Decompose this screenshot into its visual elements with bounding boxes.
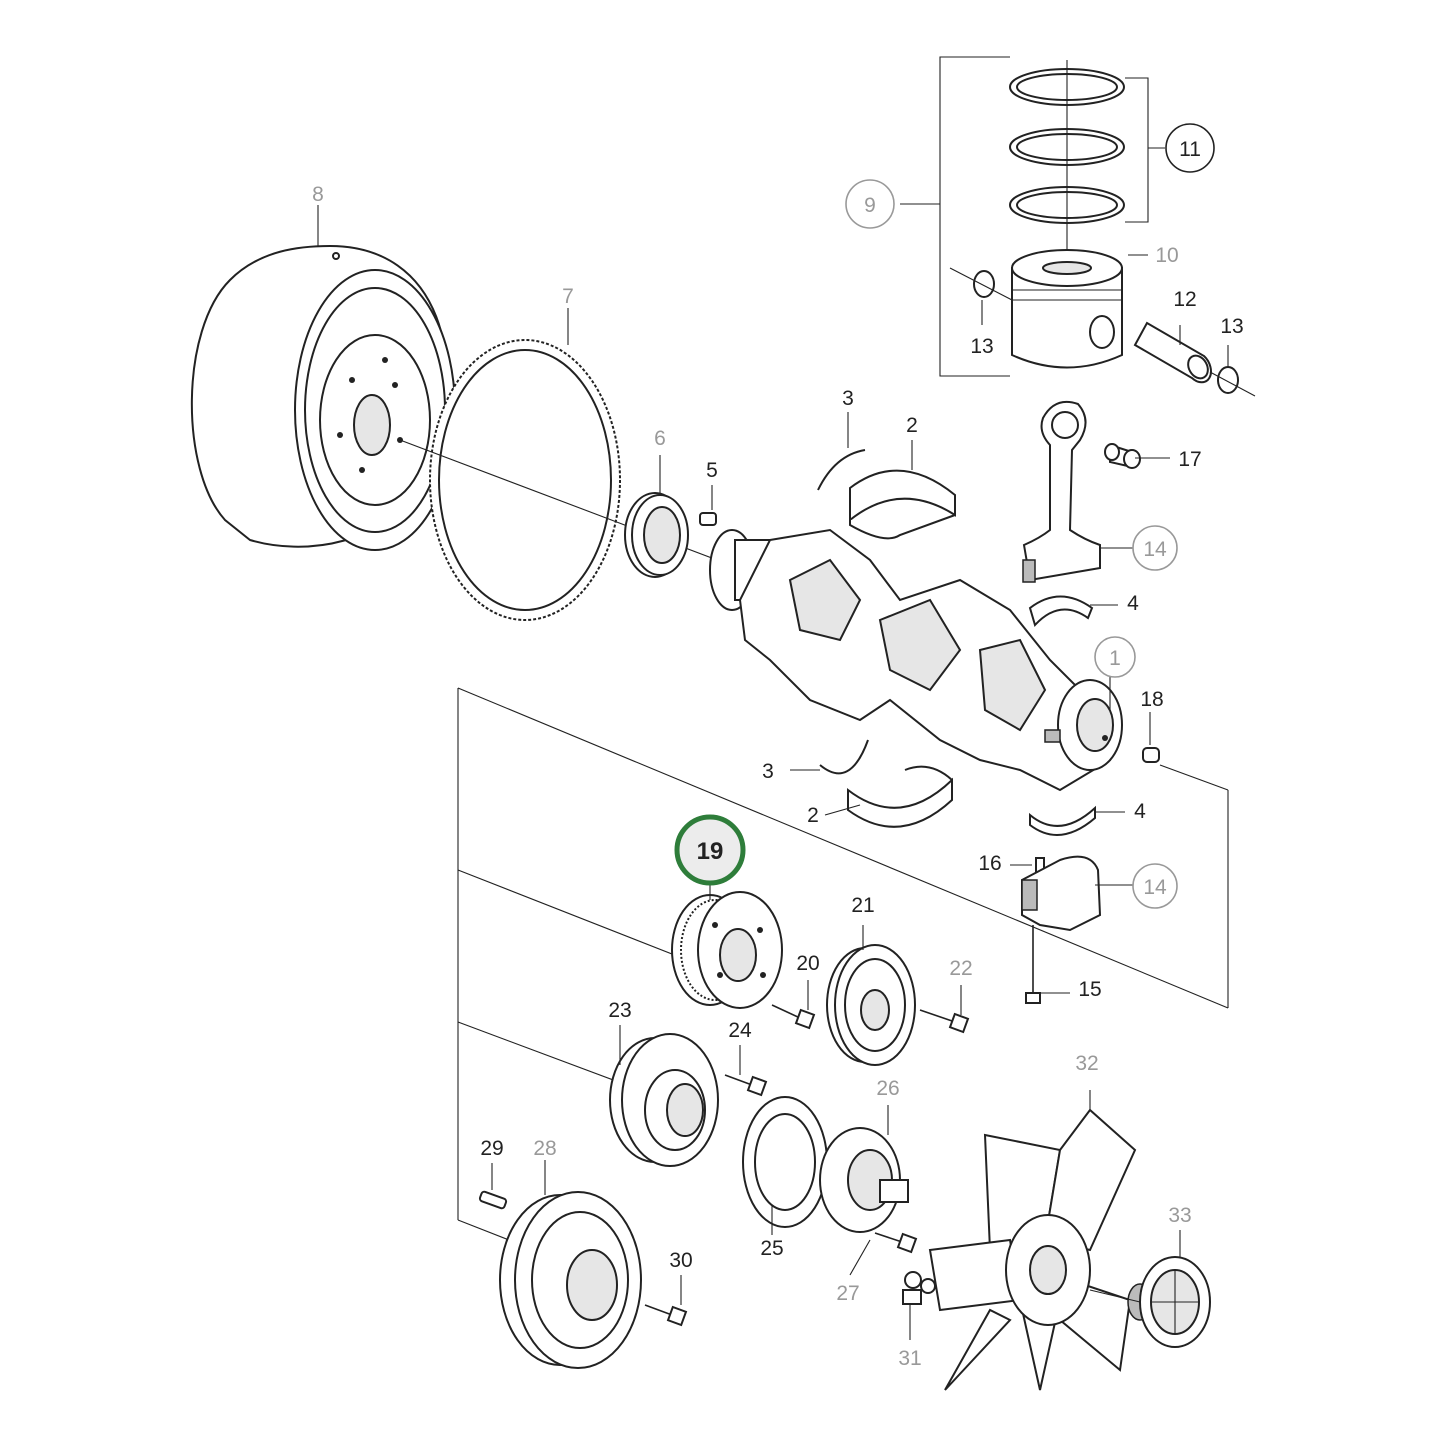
plate-25 [742, 1096, 828, 1235]
callout-circle-9 [845, 179, 895, 229]
callout-2-bottom: 2 [807, 804, 819, 827]
callout-19: 19 [697, 838, 724, 865]
conrod-bearing-lower [1029, 805, 1096, 836]
piston-pin [949, 267, 1256, 397]
callout-3-top: 3 [842, 387, 854, 410]
callout-16: 16 [978, 852, 1001, 875]
callout-31: 31 [898, 1347, 921, 1370]
callout-25: 25 [760, 1237, 783, 1260]
callout-12: 12 [1173, 288, 1196, 311]
callout-13-left: 13 [970, 335, 993, 358]
callout-6: 6 [654, 427, 666, 450]
callout-22: 22 [949, 957, 972, 980]
axis-line [399, 439, 771, 581]
crank-pin-18 [1142, 747, 1160, 763]
callout-7: 7 [562, 285, 574, 308]
callout-circle-19-highlighted [674, 814, 746, 886]
callout-8: 8 [312, 183, 324, 206]
callout-11: 11 [1179, 138, 1201, 161]
callout-17: 17 [1178, 448, 1201, 471]
callout-4-bottom: 4 [1134, 800, 1146, 823]
callout-circle-11 [1165, 123, 1215, 173]
leader-lines [659, 254, 1229, 994]
dowel-pin [699, 485, 717, 526]
pulley-21 [826, 925, 916, 1066]
bolt-22 [919, 985, 970, 1034]
piston-group-bracket [900, 56, 1165, 377]
callout-14-bottom: 14 [1143, 876, 1167, 899]
callout-20: 20 [796, 952, 819, 975]
conrod-bolt [1025, 925, 1041, 1004]
fan-hub-26 [819, 1105, 909, 1233]
pulley-28 [499, 1160, 642, 1369]
callout-21: 21 [851, 894, 874, 917]
callout-24: 24 [728, 1019, 752, 1042]
callout-28: 28 [533, 1137, 556, 1160]
callout-32: 32 [1075, 1052, 1098, 1075]
callout-15: 15 [1078, 978, 1101, 1001]
callout-29: 29 [480, 1137, 503, 1160]
bolt-27 [849, 1232, 918, 1276]
callout-5: 5 [706, 459, 718, 482]
connecting-rod [1022, 400, 1101, 583]
callout-1: 1 [1109, 647, 1121, 670]
main-bearing-upper [849, 469, 956, 540]
nut-31 [902, 1271, 936, 1340]
bolt-24 [724, 1045, 768, 1097]
bolt-30 [644, 1275, 688, 1327]
callout-18: 18 [1140, 688, 1163, 711]
callout-4-top: 4 [1127, 592, 1139, 615]
callout-circle-1 [1094, 636, 1136, 678]
callout-circle-14-top [1132, 525, 1178, 571]
bolt-20 [771, 980, 816, 1030]
thrust-washer-upper [817, 449, 866, 491]
small-end-bush [1104, 443, 1141, 469]
main-bearing-lower [847, 765, 953, 828]
conrod-cap [1021, 855, 1102, 932]
callout-14-top: 14 [1143, 538, 1167, 561]
callout-30: 30 [669, 1249, 692, 1272]
callout-9: 9 [864, 194, 876, 217]
piston-rings [1009, 60, 1125, 265]
viscous-coupling [1089, 1230, 1211, 1348]
callout-13-right: 13 [1220, 315, 1243, 338]
ring-gear [429, 308, 621, 621]
crankshaft [709, 528, 1123, 792]
callout-3-bottom: 3 [762, 760, 774, 783]
callout-23: 23 [608, 999, 631, 1022]
thrust-washer-lower [819, 739, 869, 775]
piston [1011, 249, 1123, 369]
callout-33: 33 [1168, 1204, 1191, 1227]
callout-10: 10 [1155, 244, 1178, 267]
rear-seal [624, 492, 689, 578]
flywheel [190, 205, 456, 551]
callout-2-top: 2 [906, 414, 918, 437]
callout-labels: 11 9 10 12 13 13 8 7 6 5 3 2 17 14 4 1 1… [312, 123, 1244, 1370]
fan [928, 1090, 1137, 1391]
callout-circle-14-bottom [1132, 863, 1178, 909]
pin-29 [478, 1163, 508, 1210]
conrod-bearing-upper [1028, 595, 1094, 627]
crankshaft-gear [671, 891, 783, 1009]
hub-23 [609, 1025, 719, 1167]
callout-27: 27 [836, 1282, 859, 1305]
callout-26: 26 [876, 1077, 899, 1100]
